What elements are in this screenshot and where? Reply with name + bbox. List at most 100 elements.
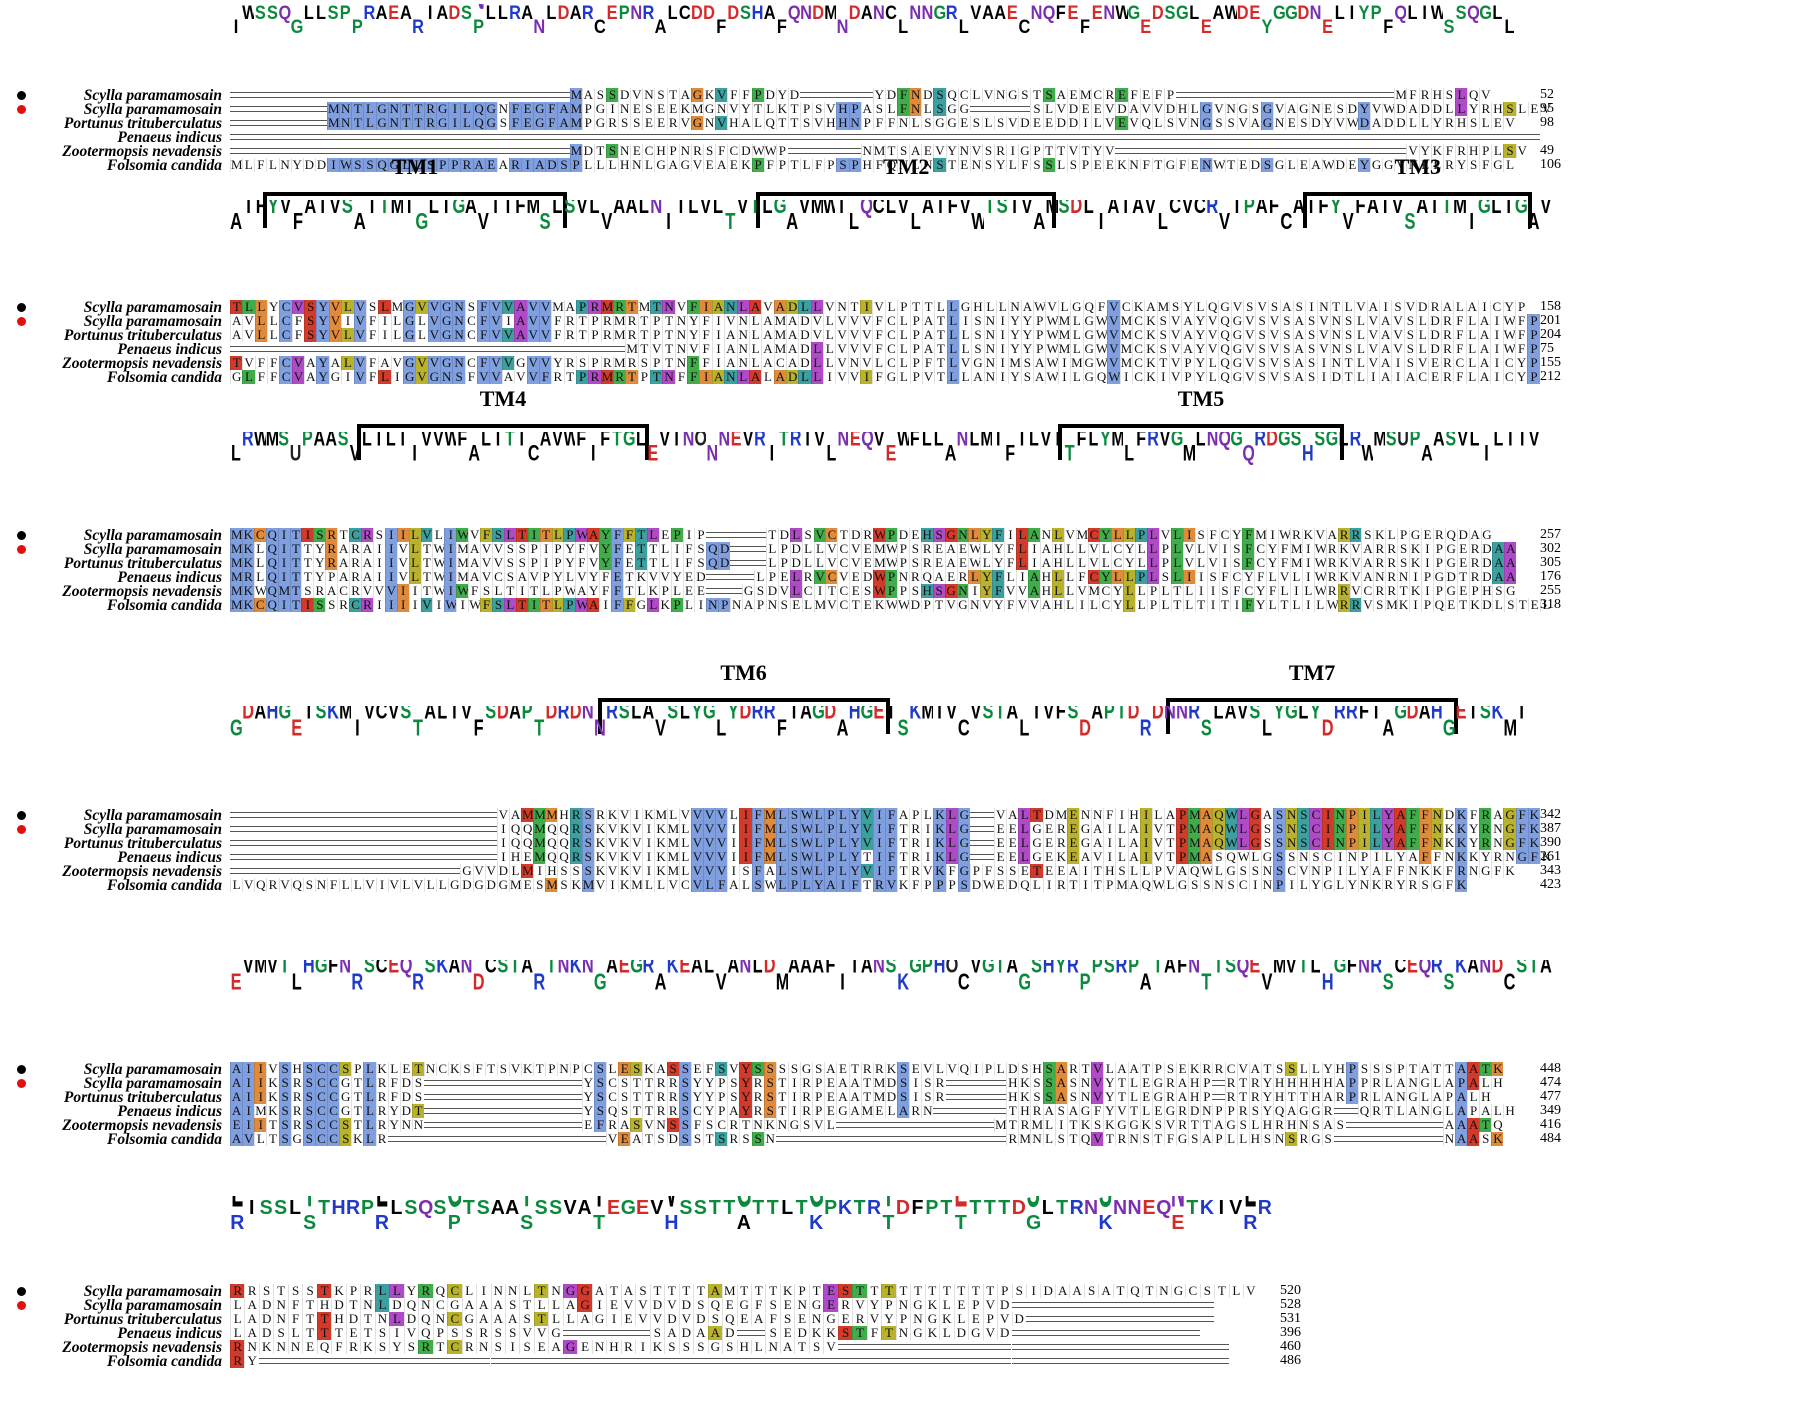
residue-cell: [1321, 92, 1334, 98]
residue-cell: V: [1091, 1090, 1104, 1104]
residue-cell: L: [1194, 556, 1207, 570]
residue-cell: D: [1382, 116, 1395, 130]
logo-letter: A: [521, 960, 533, 987]
residue-cell: [730, 560, 743, 566]
logo-column: TA: [230, 200, 242, 296]
residue-cell: [375, 134, 388, 140]
residue-cell: K: [1491, 1132, 1504, 1146]
residue-cell: N: [1467, 864, 1480, 878]
position-number: 343: [1540, 864, 1561, 878]
residue-cell: T: [646, 542, 659, 556]
residue-cell: S: [278, 1062, 291, 1076]
logo-letter: N: [1309, 4, 1322, 26]
residue-cell: [1309, 134, 1322, 140]
residue-cell: A: [1394, 1076, 1407, 1090]
logo-letter: S: [302, 1213, 316, 1234]
residue-cell: A: [921, 328, 935, 342]
residue-cell: V: [658, 570, 671, 584]
logo-letter: L: [485, 4, 497, 26]
residue-cell: C: [1131, 370, 1145, 384]
residue-cell: I: [1357, 836, 1371, 850]
residue-cell: D: [798, 328, 811, 342]
logo-column: LV: [959, 200, 971, 296]
residue-cell: S: [304, 328, 317, 342]
logo-column: VV: [363, 706, 375, 804]
residue-cell: Q: [254, 878, 267, 892]
residue-cell: A: [897, 1104, 910, 1118]
logo-letter: V: [266, 960, 278, 987]
residue-cell: [314, 92, 328, 98]
residue-cell: E: [1091, 102, 1104, 116]
residue-cell: E: [908, 528, 921, 542]
logo-letter: F: [776, 18, 788, 40]
residue-cell: R: [1440, 370, 1454, 384]
residue-cell: A: [1248, 1062, 1261, 1076]
residue-cell: I: [921, 836, 934, 850]
residue-cell: N: [1503, 850, 1516, 864]
residue-cell: P: [860, 116, 873, 130]
logo-column: TT: [545, 960, 557, 1058]
residue-cell: A: [1027, 584, 1040, 598]
logo-letter: A: [1212, 4, 1225, 26]
logo-column: EI: [1516, 432, 1528, 524]
residue-cell: P: [1527, 314, 1540, 328]
residue-cell: D: [545, 158, 558, 172]
residue-cell: [1006, 106, 1019, 112]
residue-cell: T: [1297, 1090, 1310, 1104]
logo-column: KN: [460, 960, 473, 1058]
residue-cell: [1151, 148, 1164, 154]
logo-letter: T: [1152, 960, 1164, 987]
logo-letter: T: [1064, 443, 1076, 473]
residue-cell: A: [1127, 102, 1140, 116]
residue-cell: S: [464, 300, 478, 314]
residue-cell: K: [1144, 370, 1157, 384]
residue-cell: F: [897, 88, 910, 102]
residue-cell: Q: [1188, 864, 1201, 878]
residue-cell: T: [1200, 1118, 1213, 1132]
logo-column: VS: [539, 200, 551, 296]
residue-cell: V: [835, 356, 848, 370]
residue-cell: Q: [521, 836, 534, 850]
residue-cell: A: [1200, 850, 1213, 864]
logo-letter: A: [1091, 706, 1103, 733]
residue-cell: H: [1321, 1076, 1334, 1090]
residue-cell: R: [909, 850, 922, 864]
residue-cell: G: [678, 158, 691, 172]
residue-cell: L: [678, 822, 691, 836]
residue-cell: G: [448, 878, 461, 892]
residue-cell: [836, 134, 849, 140]
residue-cell: [387, 812, 400, 818]
residue-cell: Y: [1091, 144, 1104, 158]
residue-cell: C: [605, 1090, 619, 1104]
residue-cell: L: [1418, 116, 1431, 130]
residue-cell: L: [884, 102, 898, 116]
logo-column: EA: [654, 4, 667, 84]
logo-letter: L: [1338, 432, 1350, 458]
residue-cell: A: [557, 102, 570, 116]
residue-cell: N: [909, 88, 922, 102]
logo-letter: K: [570, 960, 582, 987]
logo-column: VA: [1107, 200, 1119, 296]
residue-cell: V: [420, 598, 433, 612]
logo-column: HL: [933, 432, 945, 524]
residue-cell: R: [1385, 570, 1398, 584]
residue-cell: G: [514, 356, 527, 370]
residue-cell: A: [1285, 1104, 1298, 1118]
residue-cell: [678, 134, 691, 140]
logo-letter: V: [363, 706, 375, 733]
logo-letter: N: [706, 443, 719, 473]
residue-cell: K: [1409, 556, 1421, 570]
residue-cell: F: [1139, 158, 1152, 172]
logo-column: CG: [315, 960, 327, 1058]
residue-cell: S: [363, 158, 376, 172]
logo-column: VC: [1018, 4, 1030, 84]
residue-cell: L: [909, 116, 922, 130]
logo-letter: V: [432, 432, 444, 458]
residue-cell: L: [810, 356, 824, 370]
logo-column: NL: [968, 432, 980, 524]
logo-letter: D: [691, 4, 703, 26]
residue-cell: E: [1456, 584, 1469, 598]
logo-letter: R: [1188, 706, 1200, 733]
logo-letter: S: [315, 706, 327, 733]
logo-column: RS: [1103, 960, 1115, 1058]
